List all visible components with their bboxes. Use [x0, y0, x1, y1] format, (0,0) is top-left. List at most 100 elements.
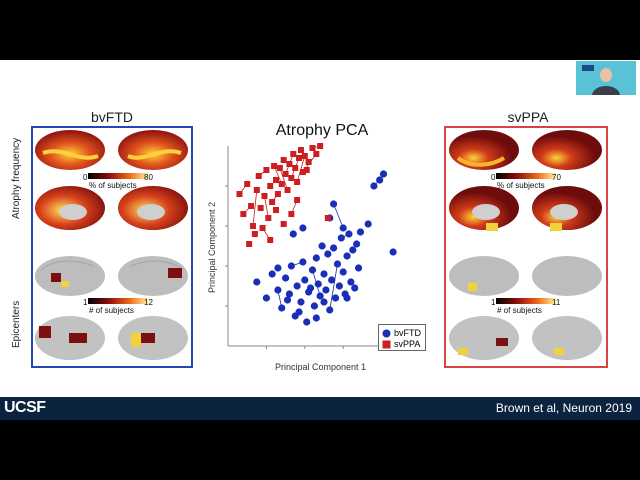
svppa-point — [267, 237, 274, 243]
left-cbar2-label: # of subjects — [89, 306, 134, 315]
bvftd-connection-line — [329, 263, 338, 311]
y-axis-label: Principal Component 2 — [207, 201, 217, 293]
bvftd-point — [262, 294, 270, 302]
bvftd-point — [370, 182, 378, 190]
svppa-point — [276, 165, 283, 171]
left-cbar1-max: 80 — [144, 173, 153, 182]
bvftd-point — [343, 294, 351, 302]
svppa-point — [294, 197, 301, 203]
left-colorbar-1 — [88, 173, 148, 179]
svppa-point — [236, 191, 243, 197]
svppa-point — [296, 155, 303, 161]
bvftd-point — [295, 308, 303, 316]
bvftd-point — [347, 278, 355, 286]
svppa-point — [324, 215, 331, 221]
svppa-point — [305, 159, 312, 165]
bvftd-point — [376, 176, 384, 184]
bvftd-point — [343, 252, 351, 260]
bvftd-point — [308, 266, 317, 274]
bvftd-point — [316, 292, 324, 300]
bvftd-point — [312, 254, 320, 262]
bvftd-point — [314, 280, 322, 288]
bvftd-point — [306, 284, 315, 292]
svppa-point — [271, 163, 278, 169]
svppa-point — [278, 181, 285, 187]
svppa-brain-epicenter-lateral-right — [532, 256, 602, 296]
legend-label-bvftd: bvFTD — [394, 328, 421, 338]
svppa-point — [240, 211, 247, 217]
right-cbar2-min: 1 — [491, 298, 496, 307]
svppa-point — [263, 167, 270, 173]
bvftd-point — [326, 306, 334, 314]
brain-epicenter-lateral-left — [35, 256, 105, 296]
bvftd-point — [345, 230, 353, 238]
svppa-point — [280, 157, 287, 163]
right-cbar1-label: % of subjects — [497, 181, 545, 190]
bvftd-point — [330, 200, 338, 208]
bvftd-point — [282, 274, 290, 282]
bvftd-point — [299, 224, 307, 232]
svppa-connection-line — [279, 167, 288, 191]
bvftd-point — [297, 298, 305, 306]
speaker-avatar-icon — [582, 65, 620, 95]
svppa-point — [290, 151, 297, 157]
left-cbar2-min: 1 — [83, 298, 88, 307]
right-cbar1-min: 0 — [491, 173, 496, 182]
svppa-point — [246, 241, 253, 247]
bvftd-point — [333, 260, 342, 268]
svppa-point — [282, 171, 289, 177]
bvftd-point — [330, 244, 338, 252]
bvftd-point — [310, 302, 318, 310]
citation-text: Brown et al, Neuron 2019 — [495, 401, 632, 415]
bvftd-point — [349, 246, 357, 254]
bvftd-point — [337, 234, 345, 242]
legend-item-bvftd: bvFTD — [382, 328, 421, 338]
svppa-brain-epicenter-medial-right — [532, 316, 602, 360]
bvftd-point — [379, 170, 388, 178]
footer-bar: UCSF Brown et al, Neuron 2019 — [0, 397, 640, 420]
svppa-point — [273, 177, 279, 183]
right-cbar1-max: 70 — [552, 173, 561, 182]
bvftd-point — [331, 294, 340, 302]
bvftd-point — [356, 228, 365, 236]
bvftd-point — [293, 282, 301, 290]
svppa-point — [288, 175, 295, 181]
bvftd-point — [299, 258, 307, 266]
left-brain-figure — [35, 130, 188, 360]
svppa-point — [269, 199, 276, 205]
chart-legend: bvFTD svPPA — [378, 324, 426, 351]
svppa-point — [261, 193, 268, 199]
bvftd-point — [328, 276, 336, 284]
svppa-point — [259, 225, 266, 231]
bvftd-point — [318, 242, 326, 250]
slide: bvFTD Atrophy frequency Epicenters — [0, 60, 640, 420]
bvftd-point — [339, 268, 347, 276]
right-brain-figure — [449, 130, 602, 360]
svppa-point — [301, 153, 308, 159]
svppa-point — [313, 151, 320, 157]
bvftd-point — [339, 224, 347, 232]
svppa-point — [286, 161, 293, 167]
svppa-point — [288, 211, 295, 217]
svppa-point — [294, 179, 301, 185]
bvftd-point — [278, 304, 286, 312]
svppa-point — [267, 183, 274, 189]
right-cbar2-label: # of subjects — [497, 306, 542, 315]
svppa-point — [249, 223, 256, 229]
bvftd-point — [324, 250, 332, 258]
svppa-brain-lateral-right — [532, 130, 602, 170]
left-panel-title: bvFTD — [91, 109, 133, 125]
speaker-video-thumbnail[interactable] — [576, 61, 636, 95]
bvftd-point — [312, 314, 320, 322]
row-label-bottom: Epicenters — [11, 300, 22, 348]
left-colorbar-2 — [88, 298, 148, 304]
svppa-point — [297, 147, 304, 153]
legend-label-svppa: svPPA — [394, 339, 421, 349]
bvftd-point — [320, 298, 328, 306]
bvftd-point — [353, 240, 361, 248]
brain-epicenter-lateral-right — [118, 256, 188, 296]
x-axis-label: Principal Component 1 — [275, 362, 367, 372]
legend-item-svppa: svPPA — [382, 339, 420, 349]
bvftd-point — [389, 248, 397, 256]
